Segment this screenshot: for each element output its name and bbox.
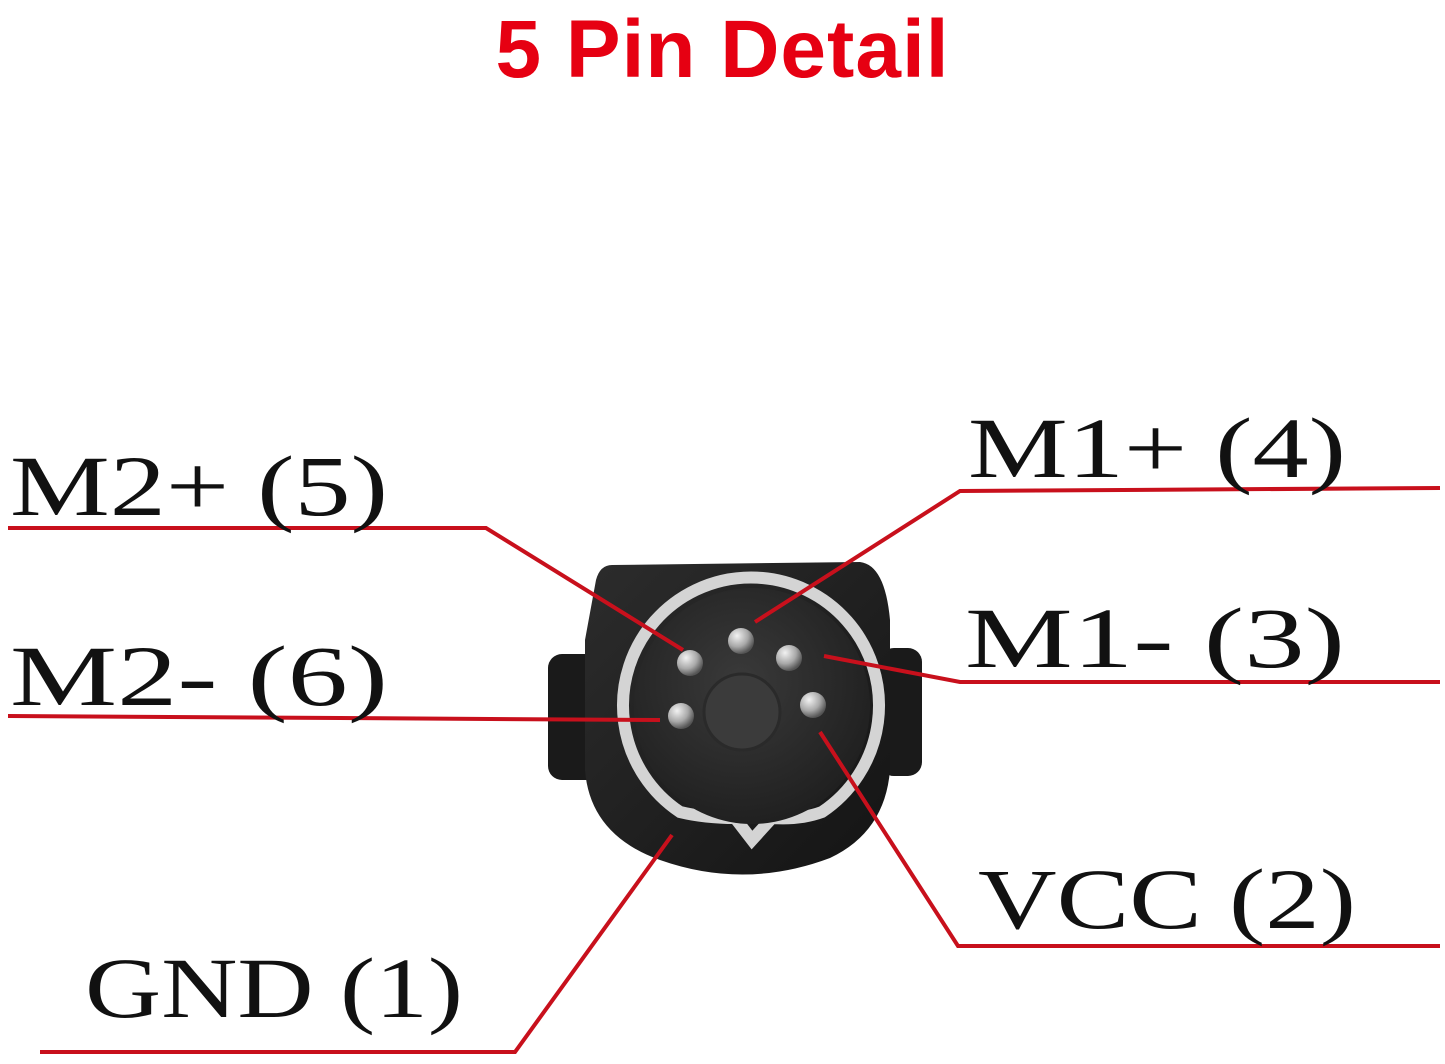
label-m2p: M2+ (5): [10, 438, 388, 534]
pin-3: [776, 645, 802, 671]
label-vcc: VCC (2): [978, 851, 1356, 947]
leader-line-m2m: [7, 714, 661, 722]
pin-5: [677, 650, 703, 676]
label-gnd: GND (1): [85, 940, 463, 1036]
pin-2: [800, 692, 826, 718]
connector-right-tab: [880, 648, 922, 776]
leader-line-gnd: [40, 833, 674, 1054]
pin-labels: M2+ (5) M2- (6) GND (1) M1+ (4) M1- (3) …: [10, 400, 1356, 1036]
connector-center-key: [702, 672, 782, 752]
leader-line-vcc: [818, 730, 1440, 948]
connector-shield-ring: [617, 571, 885, 850]
pin-4: [728, 628, 754, 654]
leader-lines: [7, 486, 1441, 1054]
mini-din-connector: [548, 562, 922, 875]
label-m1m: M1- (3): [965, 590, 1345, 686]
diagram-title: 5 Pin Detail: [495, 4, 950, 95]
leader-line-m1p: [753, 486, 1441, 624]
label-m2m: M2- (6): [10, 628, 388, 724]
pin-6: [668, 703, 694, 729]
label-m1p: M1+ (4): [968, 400, 1346, 496]
leader-line-m2p: [8, 526, 685, 652]
leader-line-m1m: [823, 654, 1440, 684]
